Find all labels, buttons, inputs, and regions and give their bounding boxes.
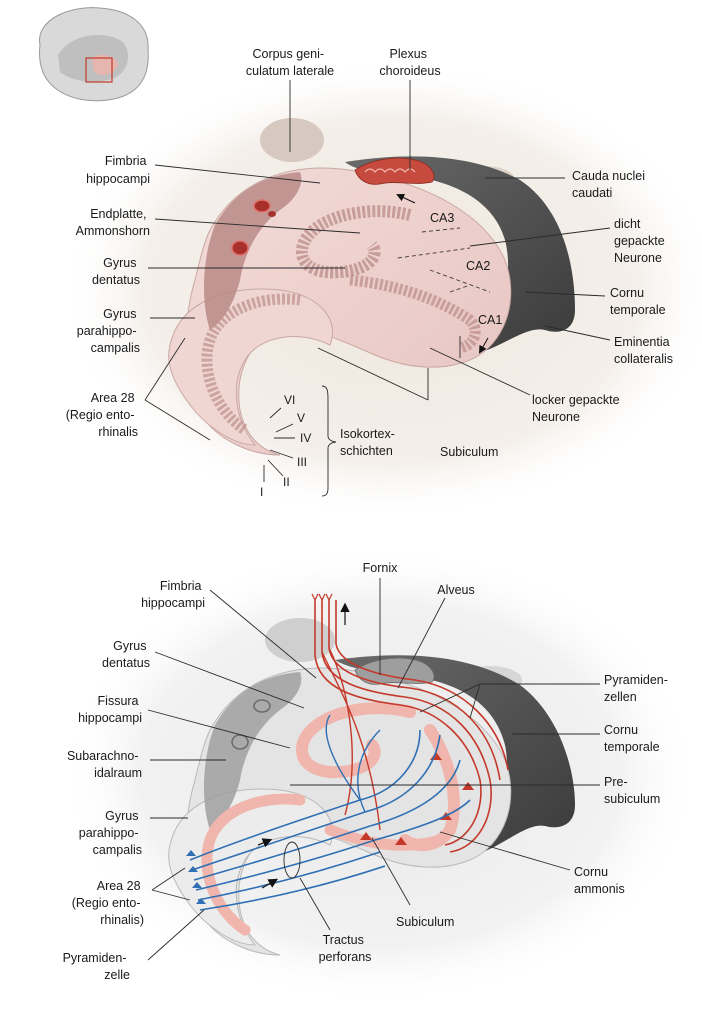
label-area-28-bottom: Area 28 (Regio ento- rhinalis) (72, 879, 144, 927)
label-fimbria-top: Fimbria hippocampi (86, 154, 150, 186)
label-cornu-temporale-top: Cornu temporale (610, 286, 666, 317)
bottom-panel: Fornix Alveus Fimbria hippocampi Gyrus d… (60, 545, 700, 1005)
label-area-28-top: Area 28 (Regio ento- rhinalis (66, 391, 138, 439)
label-fissura: Fissura hippocampi (78, 694, 142, 725)
label-layer-i: I (260, 485, 263, 499)
label-corpus-geniculatum: Corpus geni- culatum laterale (246, 47, 334, 78)
label-gyrus-parahippocampalis-top: Gyrus parahippo- campalis (77, 307, 140, 355)
label-cornu-ammonis: Cornu ammonis (574, 865, 625, 896)
label-alveus: Alveus (437, 583, 475, 597)
label-layer-vi: VI (284, 393, 295, 407)
label-subarachnoidalraum: Subarachno- idalraum (67, 749, 142, 780)
brain-thumbnail-icon (39, 7, 149, 102)
label-layer-v: V (297, 411, 305, 425)
label-subiculum-top: Subiculum (440, 445, 498, 459)
label-isokortex: Isokortex- schichten (340, 427, 398, 458)
label-gyrus-dentatus-bottom: Gyrus dentatus (102, 639, 150, 670)
label-eminentia-collateralis: Eminentia collateralis (614, 335, 673, 366)
top-panel: Corpus geni- culatum laterale Plexus cho… (39, 7, 702, 520)
label-gyrus-parahippocampalis-bottom: Gyrus parahippo- campalis (79, 809, 142, 857)
label-subiculum-bottom: Subiculum (396, 915, 454, 929)
label-plexus-choroideus: Plexus choroideus (379, 47, 440, 78)
label-fimbria-bottom: Fimbria hippocampi (141, 579, 205, 610)
label-endplatte: Endplatte, Ammonshorn (76, 207, 150, 238)
label-layer-ii: II (283, 475, 290, 489)
label-ca3: CA3 (430, 211, 454, 225)
label-gyrus-dentatus-top: Gyrus dentatus (92, 256, 140, 287)
label-dicht-gepackte: dicht gepackte Neurone (614, 217, 668, 265)
label-presubiculum: Pre- subiculum (604, 775, 660, 806)
label-locker-gepackte: locker gepackte Neurone (532, 393, 623, 424)
label-layer-iii: III (297, 455, 307, 469)
label-fornix: Fornix (363, 561, 398, 575)
label-ca1: CA1 (478, 313, 502, 327)
label-pyramidenzelle: Pyramiden- zelle (63, 951, 130, 982)
label-cauda-nuclei: Cauda nuclei caudati (572, 169, 648, 200)
label-pyramidenzellen: Pyramiden- zellen (604, 673, 671, 704)
label-layer-iv: IV (300, 431, 311, 445)
label-cornu-temporale-bottom: Cornu temporale (604, 723, 660, 754)
label-ca2: CA2 (466, 259, 490, 273)
label-tractus-perforans: Tractus perforans (319, 933, 372, 964)
